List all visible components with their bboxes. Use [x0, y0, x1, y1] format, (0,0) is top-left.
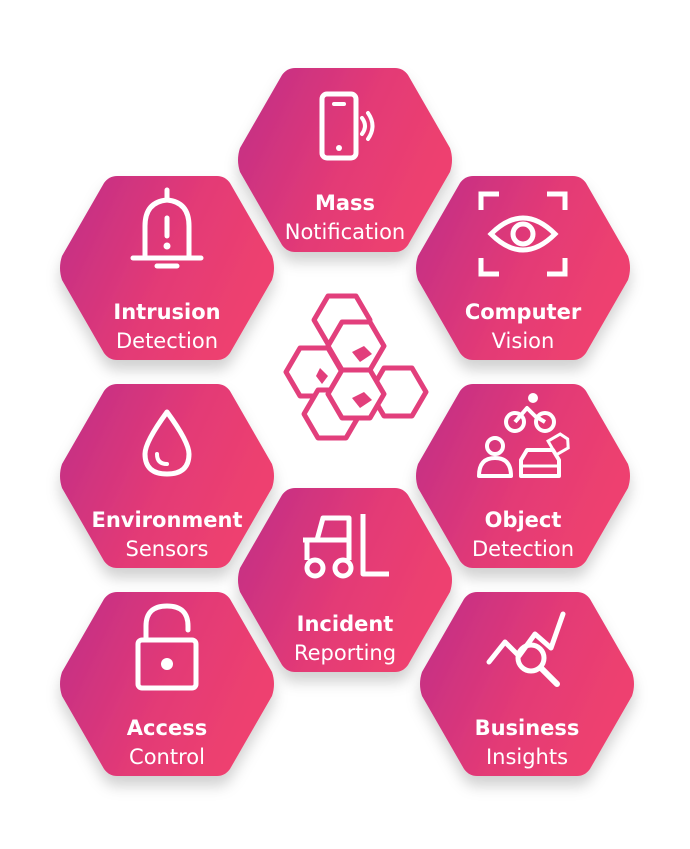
hex-title: Computer — [464, 300, 582, 324]
hex-subtitle: Vision — [491, 329, 555, 353]
eye-scan-icon — [478, 191, 568, 277]
phone-vibrate-icon — [319, 91, 375, 161]
alarm-bell-icon — [130, 187, 204, 269]
hex-computer-vision: Computer Vision — [408, 168, 638, 368]
hex-mass-notification: Mass Notification — [230, 60, 460, 260]
hex-environment-sensors: Environment Sensors — [52, 376, 282, 576]
hex-subtitle: Detection — [471, 537, 575, 561]
hex-object-detection: Object Detection — [408, 376, 638, 576]
hex-title: Mass — [314, 191, 376, 215]
water-drop-icon — [142, 409, 192, 477]
hex-shape — [238, 488, 452, 672]
hex-shape — [420, 592, 634, 776]
hex-shape — [60, 592, 274, 776]
hex-cluster-logo-icon — [283, 293, 429, 441]
hex-title: Business — [474, 716, 580, 740]
hex-title: Environment — [91, 508, 243, 532]
hex-subtitle: Control — [129, 745, 205, 769]
hex-subtitle: Detection — [115, 329, 219, 353]
padlock-open-icon — [135, 603, 199, 691]
hex-subtitle: Sensors — [125, 537, 209, 561]
hex-title: Access — [126, 716, 208, 740]
hex-subtitle: Reporting — [293, 641, 397, 665]
hex-subtitle: Notification — [284, 220, 406, 244]
hex-access-control: Access Control — [52, 584, 282, 784]
hex-title: Intrusion — [113, 300, 221, 324]
hex-title: Incident — [296, 612, 394, 636]
hex-shape — [416, 176, 630, 360]
hex-business-insights: Business Insights — [412, 584, 642, 784]
forklift-icon — [303, 514, 389, 579]
hex-intrusion-detection: Intrusion Detection — [52, 168, 282, 368]
hex-title: Object — [484, 508, 562, 532]
hex-subtitle: Insights — [485, 745, 569, 769]
people-bike-car-icon — [477, 393, 570, 478]
hex-incident-reporting: Incident Reporting — [230, 480, 460, 680]
chart-search-icon — [486, 611, 566, 687]
